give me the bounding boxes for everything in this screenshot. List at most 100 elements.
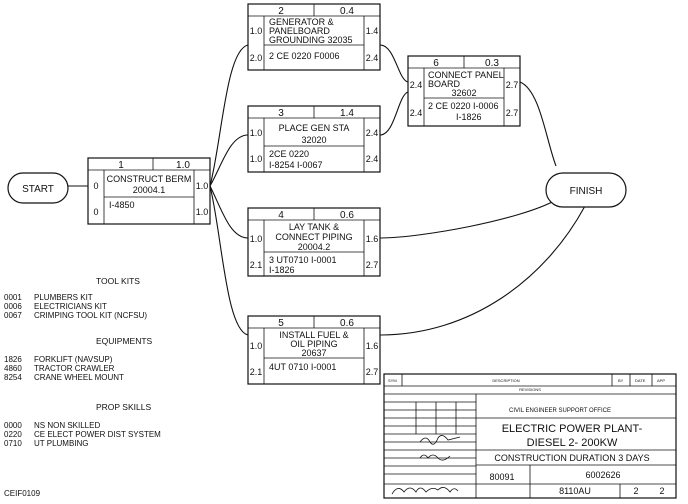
legend: TOOL KITS 0001 PLUMBERS KIT 0006 ELECTRI… xyxy=(4,276,161,448)
early-finish: 1.6 xyxy=(366,234,379,244)
activity-1: 1 1.0 CONSTRUCT BERM 20004.1 I-4850 0 0 … xyxy=(87,157,211,225)
early-finish: 1.6 xyxy=(366,341,379,351)
late-finish: 2.4 xyxy=(366,53,379,63)
legend-code: 8254 xyxy=(4,373,22,382)
activity-desc: INSTALL FUEL & xyxy=(279,330,348,340)
legend-heading: TOOL KITS xyxy=(96,276,140,286)
activity-id: 2 xyxy=(278,6,284,17)
activity-desc: PLACE GEN STA xyxy=(279,123,350,133)
late-start: 2.1 xyxy=(250,367,263,377)
activity-desc: GENERATOR & xyxy=(269,17,334,27)
description-header: DESCRIPTION xyxy=(492,378,519,383)
early-start: 1.0 xyxy=(250,234,263,244)
late-finish: 2.7 xyxy=(366,260,379,270)
activity-desc: CONNECT PIPING xyxy=(275,232,352,242)
activity-duration: 0.3 xyxy=(485,58,499,69)
activity-3: 3 1.4 PLACE GEN STA 32020 2CE 0220 I-825… xyxy=(247,105,381,173)
activity-ref: I-1826 xyxy=(269,265,295,275)
activity-2: 2 0.4 GENERATOR & PANELBOARD GROUNDING 3… xyxy=(247,3,381,71)
early-start: 0 xyxy=(93,181,98,191)
legend-name: FORKLIFT (NAVSUP) xyxy=(34,355,113,364)
legend-name: PLUMBERS KIT xyxy=(34,293,93,302)
late-start: 0 xyxy=(93,207,98,217)
activity-duration: 0.6 xyxy=(340,318,354,329)
early-finish: 2.4 xyxy=(366,128,379,138)
late-finish: 2.7 xyxy=(366,367,379,377)
activity-duration: 1.4 xyxy=(340,108,354,119)
activity-code: 32602 xyxy=(451,88,476,98)
revisions-label: REVISIONS xyxy=(519,387,541,392)
signature-scribble xyxy=(419,454,451,461)
legend-code: 0220 xyxy=(4,430,22,439)
title-block: SYM DESCRIPTION BY DATE APP REVISIONS CI… xyxy=(383,373,677,499)
sheet-of: 2 xyxy=(659,486,664,496)
by-header: BY xyxy=(618,378,624,383)
legend-code: 0006 xyxy=(4,302,22,311)
activity-ref: I-1826 xyxy=(456,112,482,122)
late-finish: 2.7 xyxy=(506,108,519,118)
start-label: START xyxy=(22,184,54,195)
legend-name: TRACTOR CRAWLER xyxy=(34,364,115,373)
activity-desc: CONNECT PANEL xyxy=(428,70,504,80)
connector-lines xyxy=(68,44,586,336)
activity-code: GROUNDING 32035 xyxy=(269,35,353,45)
sym-header: SYM xyxy=(388,378,397,383)
early-start: 2.4 xyxy=(410,80,423,90)
early-finish: 2.7 xyxy=(506,80,519,90)
activity-code: 20004.2 xyxy=(298,242,331,252)
activity-ref: I-8254 I-0067 xyxy=(269,160,323,170)
late-start: 2.1 xyxy=(250,260,263,270)
sheet-number: 2 xyxy=(633,486,638,496)
legend-code: 0710 xyxy=(4,439,22,448)
activity-code: 32020 xyxy=(301,135,326,145)
early-start: 1.0 xyxy=(250,26,263,36)
late-start: 2.0 xyxy=(250,53,263,63)
activity-ref: 4UT 0710 I-0001 xyxy=(269,362,336,372)
legend-name: CE ELECT POWER DIST SYSTEM xyxy=(34,430,161,439)
start-node: START xyxy=(7,172,69,204)
activity-id: 3 xyxy=(278,108,284,119)
activity-ref: 2 CE 0220 I-0006 xyxy=(428,101,499,111)
legend-code: 0000 xyxy=(4,421,22,430)
activity-duration: 1.0 xyxy=(176,160,190,171)
activity-ref: 2 CE 0220 F0006 xyxy=(269,51,340,61)
finish-node: FINISH xyxy=(545,172,627,208)
early-start: 1.0 xyxy=(250,128,263,138)
early-finish: 1.0 xyxy=(196,181,209,191)
activity-desc: OIL PIPING xyxy=(290,339,337,349)
legend-heading: EQUIPMENTS xyxy=(96,336,153,346)
legend-name: UT PLUMBING xyxy=(34,439,89,448)
activity-code: 20637 xyxy=(301,348,326,358)
legend-heading: PROP SKILLS xyxy=(96,402,151,412)
late-finish: 2.4 xyxy=(366,154,379,164)
construction-duration: CONSTRUCTION DURATION 3 DAYS xyxy=(494,453,649,463)
activity-ref: 3 UT0710 I-0001 xyxy=(269,255,337,265)
drawing-title-line2: DIESEL 2- 200KW xyxy=(527,437,618,449)
activity-id: 1 xyxy=(118,160,124,171)
legend-name: ELECTRICIANS KIT xyxy=(34,302,107,311)
late-start: 1.0 xyxy=(250,154,263,164)
activity-desc: LAY TANK & xyxy=(289,222,339,232)
activity-5: 5 0.6 INSTALL FUEL & OIL PIPING 20637 4U… xyxy=(247,315,381,385)
late-finish: 1.0 xyxy=(196,207,209,217)
figure-code: CEIF0109 xyxy=(4,489,41,498)
activity-6: 6 0.3 CONNECT PANEL BOARD 32602 2 CE 022… xyxy=(407,55,521,127)
activity-code: 20004.1 xyxy=(133,185,166,195)
activity-duration: 0.6 xyxy=(340,210,354,221)
activity-desc: PANELBOARD xyxy=(269,26,330,36)
legend-name: NS NON SKILLED xyxy=(34,421,100,430)
activity-id: 4 xyxy=(278,210,284,221)
legend-name: CRANE WHEEL MOUNT xyxy=(34,373,124,382)
app-header: APP xyxy=(657,378,665,383)
signature-scribble xyxy=(419,435,461,445)
date-header: DATE xyxy=(635,378,646,383)
activity-ref: I-4850 xyxy=(109,200,135,210)
signature-scribble xyxy=(391,487,459,495)
activity-4: 4 0.6 LAY TANK & CONNECT PIPING 20004.2 … xyxy=(247,207,381,277)
legend-code: 1826 xyxy=(4,355,22,364)
activity-desc: BOARD xyxy=(428,79,461,89)
activity-id: 5 xyxy=(278,318,284,329)
code-number: 80091 xyxy=(489,472,514,482)
legend-name: CRIMPING TOOL KIT (NCFSU) xyxy=(34,311,147,320)
